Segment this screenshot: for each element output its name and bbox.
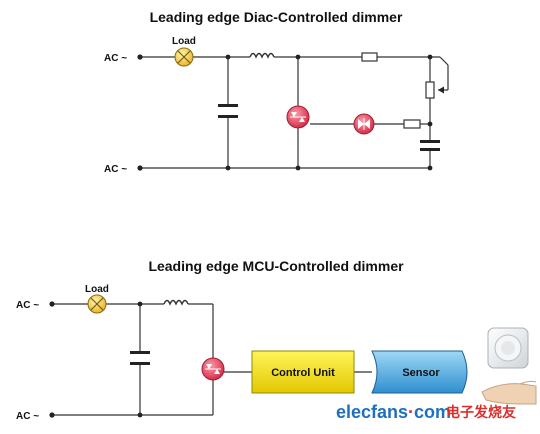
wall-dimmer-knob-icon [487,327,529,369]
mcu-dimmer-circuit [52,303,372,416]
diac-resistor-mid-icon [403,119,421,129]
diac-resistor-top-icon [361,52,378,62]
mcu-ac-bottom-label: AC ~ [16,411,39,422]
watermark-site: elecfans [336,402,408,422]
diac-ac-terminal-top: AC ~ [104,53,143,64]
watermark-cn: 电子发烧友 [446,404,516,420]
diac-junction-dots [225,54,433,171]
watermark: elecfans·com 电子发烧友 [336,402,516,422]
diac-load-lamp-icon [174,47,194,67]
mcu-ac-top-label: AC ~ [16,300,39,311]
sensor-label: Sensor [402,367,440,379]
mcu-ac-terminal-top: AC ~ [16,300,55,311]
mcu-load-lamp-icon [87,294,107,314]
diac-load-label: Load [172,36,196,47]
mcu-junction-dots [137,301,143,418]
watermark-tld: com [414,402,451,422]
diac-ac-bottom-label: AC ~ [104,164,127,175]
mcu-ac-terminal-bottom: AC ~ [16,411,55,422]
diac-ac-top-label: AC ~ [104,53,127,64]
diac-capacitor-right-icon [420,140,440,151]
control-unit-block: Control Unit [251,350,355,394]
sensor-block: Sensor [371,350,468,394]
diac-ac-terminal-bottom: AC ~ [104,164,143,175]
watermark-site-text: elecfans·com [336,402,451,422]
mcu-dimmer-title: Leading edge MCU-Controlled dimmer [148,258,404,274]
mcu-inductor-icon [163,299,189,306]
mcu-capacitor-icon [130,351,150,365]
diac-dimmer-title: Leading edge Diac-Controlled dimmer [150,9,403,25]
diac-capacitor-icon [218,104,238,118]
watermark-dot: · [408,402,414,422]
diac-diac-icon [353,113,375,135]
diac-triac-icon [286,105,310,129]
diac-inductor-icon [249,52,275,59]
hand-icon [481,380,537,405]
diac-dimmer-circuit [140,56,449,169]
control-unit-label: Control Unit [271,367,335,379]
mcu-load-label: Load [85,284,109,295]
diac-potentiometer-icon [425,81,444,99]
mcu-triac-icon [201,357,225,381]
